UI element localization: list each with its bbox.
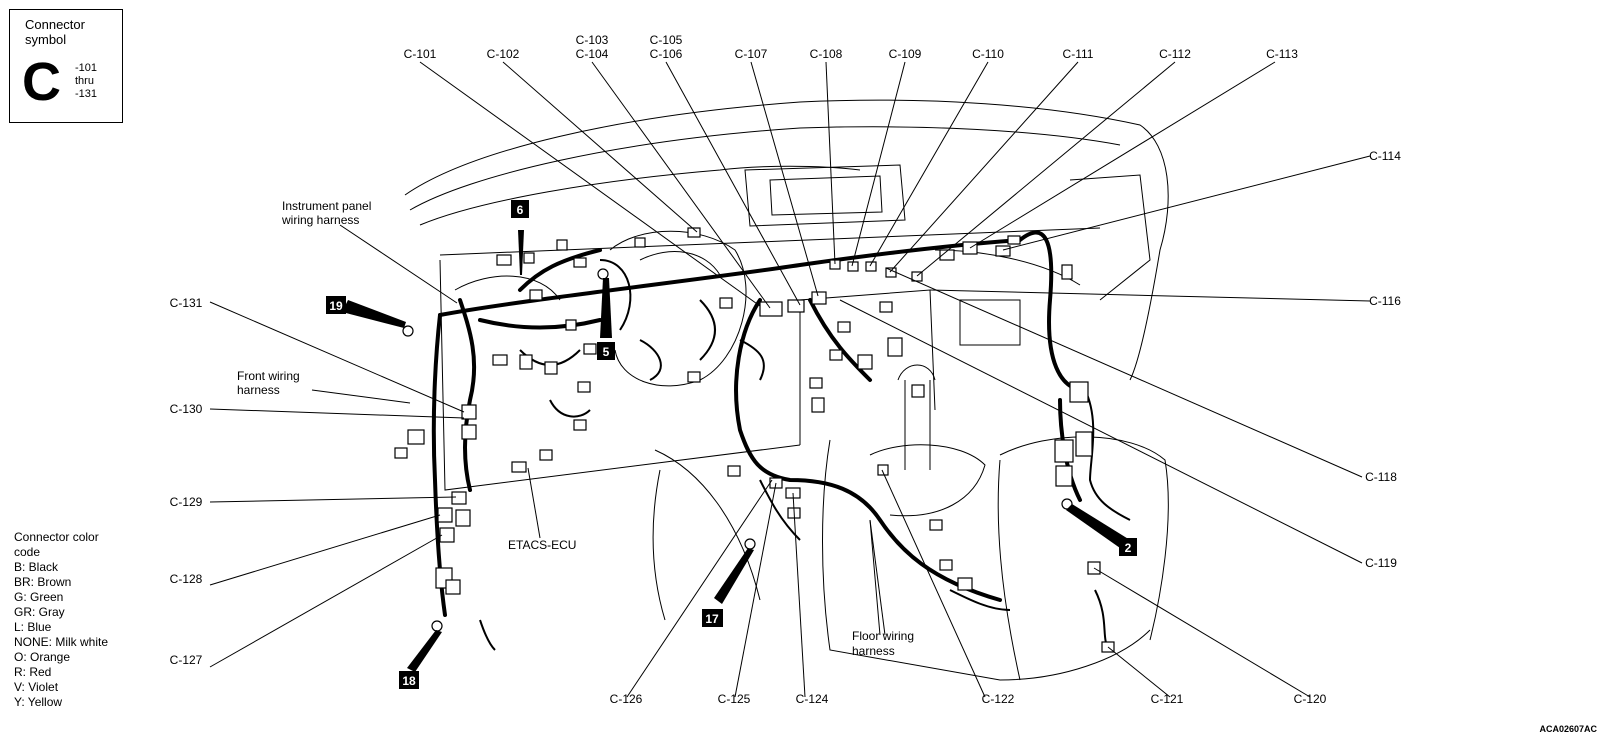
marker-6: 6 [511, 200, 529, 218]
marker-17: 17 [702, 609, 723, 627]
floor-harness-label-line2: harness [852, 644, 895, 658]
connector-label-c127: C-127 [170, 653, 203, 667]
connector-label-c108: C-108 [810, 47, 843, 61]
marker-17-label: 17 [705, 612, 719, 626]
connector-label-c101: C-101 [404, 47, 437, 61]
connector-label-c122: C-122 [982, 692, 1015, 706]
connector-blocks [394, 227, 1115, 653]
marker-5: 5 [597, 342, 615, 360]
marker-2: 2 [1119, 538, 1137, 556]
connector-label-c119: C-119 [1365, 556, 1397, 570]
color-item: O: Orange [14, 650, 71, 664]
connector-label-c105: C-105 [650, 33, 683, 47]
connector-label-c116: C-116 [1369, 294, 1401, 308]
connector-label-c109: C-109 [889, 47, 922, 61]
marker-19: 19 [326, 296, 346, 314]
legend-title: Connector symbol [25, 17, 85, 47]
connector-label-c106: C-106 [650, 47, 683, 61]
connector-label-c120: C-120 [1294, 692, 1327, 706]
color-item: BR: Brown [14, 575, 72, 589]
etacs-ecu-label: ETACS-ECU [508, 538, 576, 552]
floor-harness-label-line1: Floor wiring [852, 629, 914, 643]
marker-18-label: 18 [402, 674, 416, 688]
connector-label-c129: C-129 [170, 495, 203, 509]
leader-lines [209, 61, 1371, 698]
front-harness-label-line2: harness [237, 383, 280, 397]
color-item: B: Black [14, 560, 59, 574]
connector-label-c112: C-112 [1159, 47, 1191, 61]
harness-labels: Instrument panel wiring harness Front wi… [237, 199, 914, 658]
connector-label-c110: C-110 [972, 47, 1004, 61]
connector-label-c102: C-102 [487, 47, 520, 61]
connector-label-c114: C-114 [1369, 149, 1401, 163]
connector-label-c130: C-130 [170, 402, 203, 416]
connector-label-c128: C-128 [170, 572, 203, 586]
connector-label-c118: C-118 [1365, 470, 1397, 484]
instrument-panel-label-line1: Instrument panel [282, 199, 371, 213]
front-harness-label-line1: Front wiring [237, 369, 300, 383]
legend-range-from: -101 [75, 62, 98, 74]
color-item: L: Blue [14, 620, 52, 634]
connector-label-c104: C-104 [576, 47, 609, 61]
connector-symbol-legend: Connector symbol C -101 thru -131 [9, 9, 123, 123]
marker-6-label: 6 [517, 203, 524, 217]
color-item: Y: Yellow [14, 695, 63, 709]
instrument-panel-label-line2: wiring harness [281, 213, 359, 227]
connector-label-c103: C-103 [576, 33, 609, 47]
color-item: NONE: Milk white [14, 635, 109, 649]
color-legend-title: Connector color code [14, 530, 99, 559]
marker-19-label: 19 [329, 299, 343, 313]
color-item: G: Green [14, 590, 64, 604]
connector-label-c124: C-124 [796, 692, 829, 706]
marker-5-label: 5 [603, 345, 610, 359]
connector-labels: C-101 C-102 C-103 C-104 C-105 C-106 C-10… [170, 33, 1402, 706]
legend-range: -101 thru -131 [75, 62, 97, 101]
wiring-branches [479, 259, 1131, 651]
connector-label-c126: C-126 [610, 692, 643, 706]
color-item: V: Violet [14, 680, 59, 694]
marker-18: 18 [399, 671, 419, 689]
legend-range-word: thru [75, 75, 94, 87]
connector-label-c121: C-121 [1151, 692, 1184, 706]
legend-range-to: -131 [75, 88, 98, 100]
connector-label-c125: C-125 [718, 692, 751, 706]
connector-label-c111: C-111 [1063, 47, 1094, 61]
connector-label-c131: C-131 [170, 296, 203, 310]
color-item: R: Red [14, 665, 52, 679]
connector-label-c113: C-113 [1266, 47, 1298, 61]
marker-arrows [342, 230, 1130, 672]
connector-color-legend: Connector color code B: Black BR: Brown … [14, 530, 134, 710]
color-item: GR: Gray [14, 605, 65, 619]
connector-label-c107: C-107 [735, 47, 768, 61]
reference-code: ACA02607AC [1539, 724, 1597, 734]
legend-letter: C [22, 52, 61, 112]
marker-2-label: 2 [1125, 541, 1132, 555]
